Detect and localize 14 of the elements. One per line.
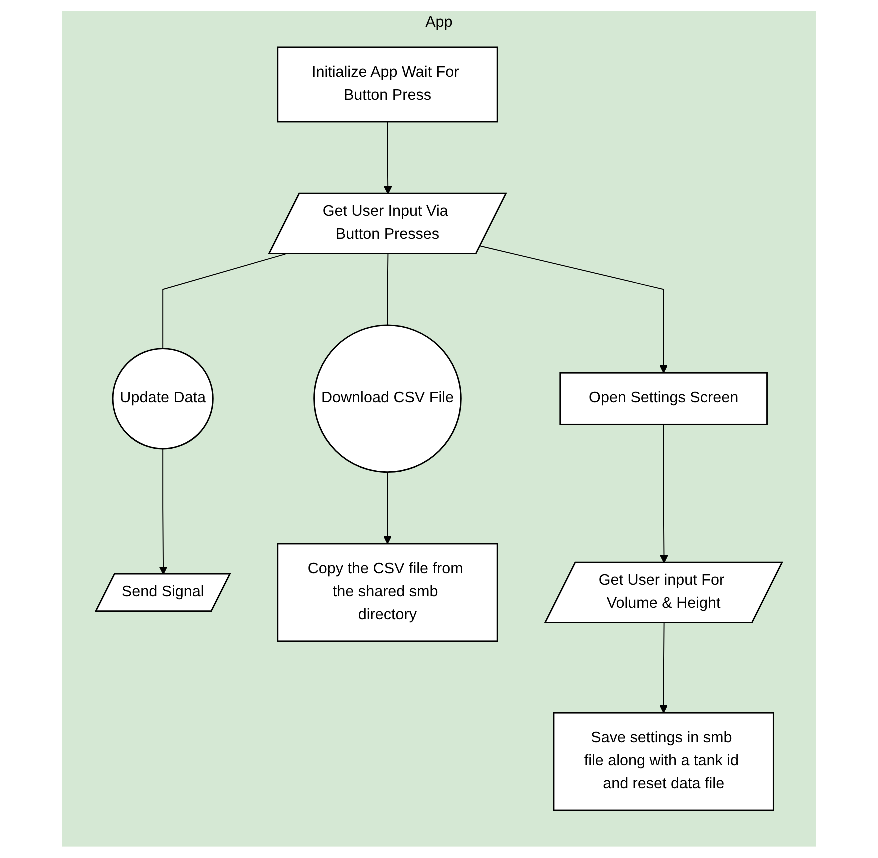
arrow (159, 448, 168, 575)
node-box: Open Settings Screen (559, 372, 768, 426)
arrow (383, 472, 392, 544)
node-box: Save settings in smb file along with a tank id and reset data file (553, 712, 774, 812)
node-circle: Download CSV File (313, 324, 462, 474)
node-box: Initialize App Wait For Button Press (276, 46, 498, 123)
arrow (660, 424, 668, 564)
arrow (659, 622, 668, 714)
connector (387, 254, 388, 326)
arrow (384, 122, 392, 194)
connector (162, 254, 286, 350)
node-box: Copy the CSV file from the shared smb directory (276, 543, 498, 642)
node-circle: Update Data (112, 348, 214, 450)
arrow (480, 246, 668, 374)
